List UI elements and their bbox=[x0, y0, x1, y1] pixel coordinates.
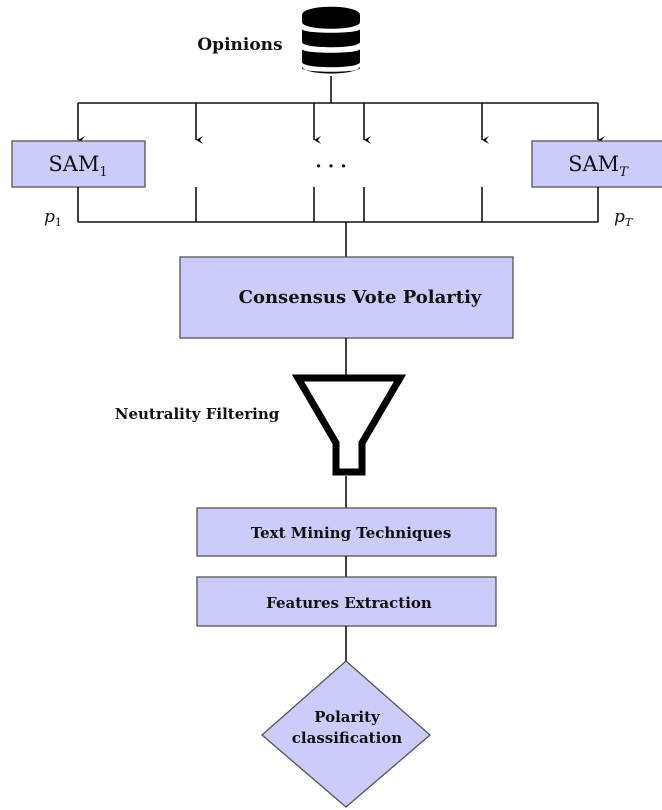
features-label: Features Extraction bbox=[266, 594, 432, 612]
weight-last: pT bbox=[614, 207, 634, 229]
ellipsis: · · · bbox=[315, 156, 346, 177]
sam-last-base: SAM bbox=[568, 152, 619, 176]
consensus-label: Consensus Vote Polartiy bbox=[239, 287, 482, 308]
sam-first-node: SAM1 bbox=[11, 140, 146, 188]
svg-text:SAMT: SAMT bbox=[568, 152, 629, 180]
sam-last-sub: T bbox=[619, 165, 629, 180]
consensus-node: Consensus Vote Polartiy bbox=[179, 256, 514, 339]
svg-text:SAM1: SAM1 bbox=[48, 152, 107, 180]
classification-line1: Polarity bbox=[314, 708, 381, 726]
weight-first: p1 bbox=[44, 207, 62, 229]
sam-first-base: SAM bbox=[48, 152, 99, 176]
classification-node: Polarity classification bbox=[261, 660, 431, 808]
opinions-label: Opinions bbox=[197, 35, 282, 55]
text-mining-label: Text Mining Techniques bbox=[251, 524, 452, 542]
text-mining-node: Text Mining Techniques bbox=[196, 507, 497, 557]
filter-label: Neutrality Filtering bbox=[115, 405, 280, 423]
features-node: Features Extraction bbox=[196, 576, 497, 627]
sam-first-sub: 1 bbox=[99, 165, 107, 180]
collection-bus bbox=[77, 187, 599, 257]
database-icon bbox=[302, 6, 360, 74]
funnel-icon bbox=[291, 374, 407, 476]
distribution-bus bbox=[77, 76, 605, 144]
sam-last-node: SAMT bbox=[531, 140, 662, 188]
classification-line2: classification bbox=[292, 729, 403, 747]
